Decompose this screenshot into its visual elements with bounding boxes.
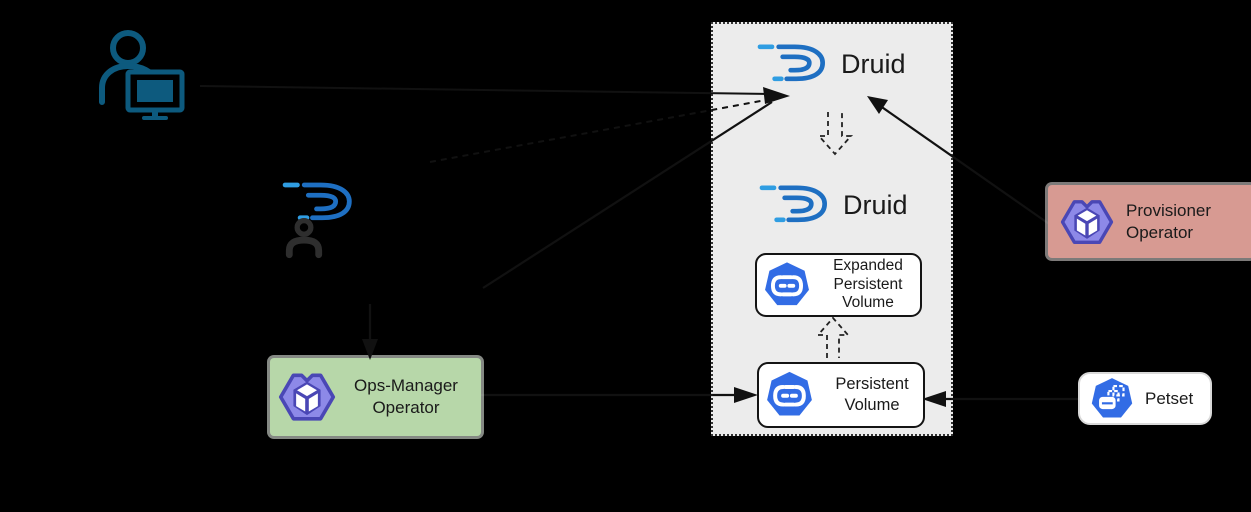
petset-node: Petset bbox=[1078, 372, 1212, 425]
persistent-volume-label: Persistent Volume bbox=[835, 374, 909, 414]
kubernetes-pv-icon bbox=[767, 371, 812, 416]
druid-top-label: Druid bbox=[841, 49, 906, 79]
expanded-pv-label: Expanded Persistent Volume bbox=[833, 256, 903, 312]
druid-logo-icon bbox=[759, 185, 828, 223]
provisioner-operator-label: Provisioner Operator bbox=[1126, 200, 1212, 242]
ops-manager-operator-label: Ops-Manager Operator bbox=[354, 376, 458, 417]
ops-manager-operator-node: Ops-Manager Operator bbox=[270, 358, 481, 436]
druid-mid-label: Druid bbox=[843, 190, 908, 220]
operator-cube-icon bbox=[278, 373, 336, 421]
druid-logo-icon bbox=[282, 182, 352, 221]
arrowhead-ops-manager bbox=[362, 339, 378, 360]
expanded-pv-node: Expanded Persistent Volume bbox=[755, 253, 922, 317]
operator-cube-icon bbox=[1060, 199, 1114, 244]
user-at-computer-icon bbox=[99, 30, 185, 120]
arrow-to-druid-horizontal bbox=[199, 85, 769, 95]
kubernetes-petset-icon bbox=[1091, 377, 1133, 418]
kubernetes-pv-icon bbox=[765, 262, 809, 306]
petset-label: Petset bbox=[1145, 388, 1194, 408]
persistent-volume-node: Persistent Volume bbox=[757, 362, 925, 428]
person-icon bbox=[285, 218, 323, 259]
druid-logo-icon bbox=[757, 44, 826, 82]
provisioner-operator-node: Provisioner Operator bbox=[1048, 185, 1251, 258]
